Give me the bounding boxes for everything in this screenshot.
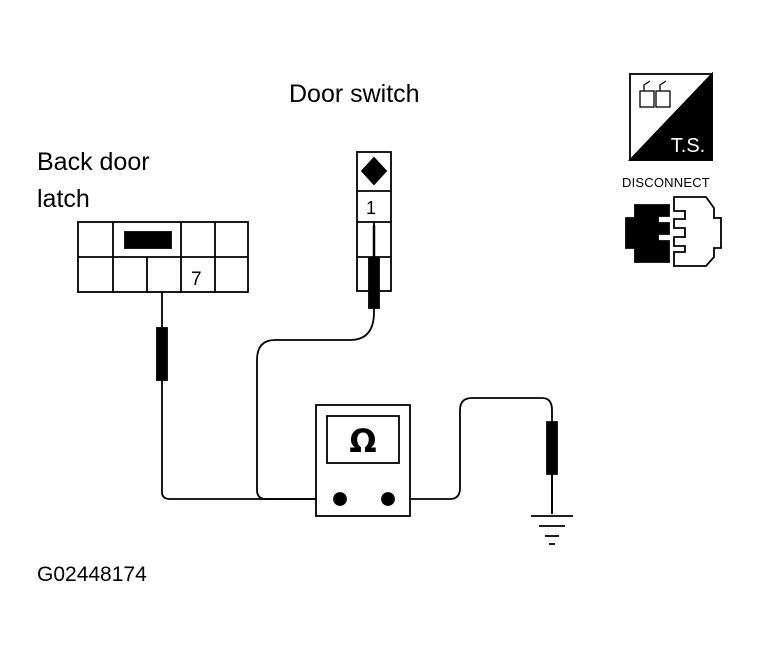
back-door-connector: 7 <box>77 221 249 293</box>
ground-symbol-icon <box>531 515 573 545</box>
switch-probe <box>368 257 380 309</box>
ohm-symbol: Ω <box>349 422 376 460</box>
disconnect-label: DISCONNECT <box>622 175 710 190</box>
connector-disconnect-icon <box>625 196 722 267</box>
figure-id: G02448174 <box>37 563 147 586</box>
latch-probe <box>156 327 168 381</box>
switch-to-meter-wire <box>256 222 375 500</box>
back-door-label: Back door <box>37 148 150 176</box>
latch-label: latch <box>37 185 90 213</box>
back-door-terminal-number: 7 <box>191 269 202 290</box>
tool-kit-icon <box>639 80 671 108</box>
connector-latch-tab <box>124 231 172 249</box>
latch-to-meter-wire <box>161 380 340 500</box>
door-switch-label: Door switch <box>289 80 420 108</box>
meter-terminal-left <box>333 492 347 506</box>
door-switch-connector: 1 <box>356 151 392 292</box>
door-switch-terminal-number: 1 <box>366 198 376 218</box>
meter-to-ground-probe-wire <box>388 397 553 500</box>
ground-probe <box>546 421 558 475</box>
ts-badge-text: T.S. <box>671 135 705 157</box>
meter-terminal-right <box>381 492 395 506</box>
diamond-icon <box>360 156 388 186</box>
ohmmeter: Ω <box>315 404 411 517</box>
ts-badge: T.S. <box>627 71 713 161</box>
